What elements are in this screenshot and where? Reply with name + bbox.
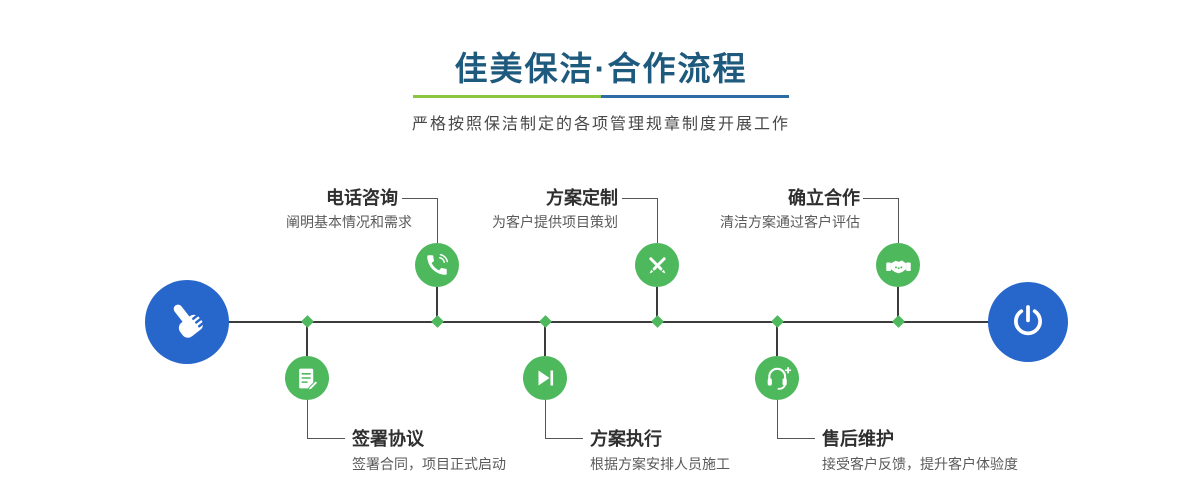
end-node — [988, 282, 1068, 362]
step-desc: 阐明基本情况和需求 — [286, 214, 412, 230]
step-desc: 清洁方案通过客户评估 — [720, 214, 860, 230]
diamond-marker — [539, 315, 552, 328]
headset-icon — [767, 366, 791, 390]
step-title: 售后维护 — [822, 429, 894, 449]
play-icon — [538, 370, 554, 386]
diamond-marker — [771, 315, 784, 328]
title-divider — [413, 95, 789, 98]
connector-line — [436, 287, 438, 321]
connector-line — [544, 323, 546, 356]
diamond-marker — [301, 315, 314, 328]
step-node-execution — [523, 356, 567, 400]
step-node-phone — [415, 243, 459, 287]
diamond-marker — [651, 315, 664, 328]
phone-icon — [427, 253, 449, 275]
step-node-aftersales — [755, 356, 799, 400]
power-icon — [1014, 305, 1042, 336]
connector-line — [898, 198, 899, 243]
step-desc: 签署合同，项目正式启动 — [352, 456, 506, 472]
connector-line — [863, 198, 898, 199]
connector-line — [777, 438, 815, 439]
page-title: 佳美保洁·合作流程 — [454, 50, 748, 87]
connector-line — [545, 400, 546, 438]
start-node — [145, 280, 229, 364]
pointing-hand-icon — [173, 304, 205, 338]
step-node-design — [635, 243, 679, 287]
step-desc: 为客户提供项目策划 — [492, 214, 618, 230]
connector-line — [776, 323, 778, 356]
connector-line — [437, 198, 438, 243]
step-title: 确立合作 — [788, 188, 860, 208]
step-node-contract — [285, 356, 329, 400]
page-subtitle: 严格按照保洁制定的各项管理规章制度开展工作 — [411, 116, 790, 133]
connector-line — [622, 198, 657, 199]
connector-line — [307, 400, 308, 438]
step-title: 方案定制 — [546, 188, 618, 208]
connector-line — [545, 438, 583, 439]
connector-line — [402, 198, 437, 199]
diamond-marker — [431, 315, 444, 328]
connector-line — [306, 323, 308, 356]
connector-line — [656, 287, 658, 321]
step-title: 签署协议 — [352, 429, 424, 449]
diamond-marker — [892, 315, 905, 328]
handshake-icon — [885, 259, 911, 273]
connector-line — [307, 438, 345, 439]
contract-icon — [298, 368, 318, 391]
step-title: 电话咨询 — [326, 188, 398, 208]
step-desc: 接受客户反馈，提升客户体验度 — [822, 456, 1018, 472]
step-title: 方案执行 — [590, 429, 662, 449]
step-desc: 根据方案安排人员施工 — [590, 456, 730, 472]
design-tools-icon — [648, 256, 666, 273]
connector-line — [897, 287, 899, 321]
divider-blue-segment — [601, 95, 789, 98]
step-node-cooperation — [876, 243, 920, 287]
divider-green-segment — [413, 95, 601, 98]
connector-line — [777, 400, 778, 438]
connector-line — [657, 198, 658, 243]
timeline-line — [187, 321, 1028, 323]
